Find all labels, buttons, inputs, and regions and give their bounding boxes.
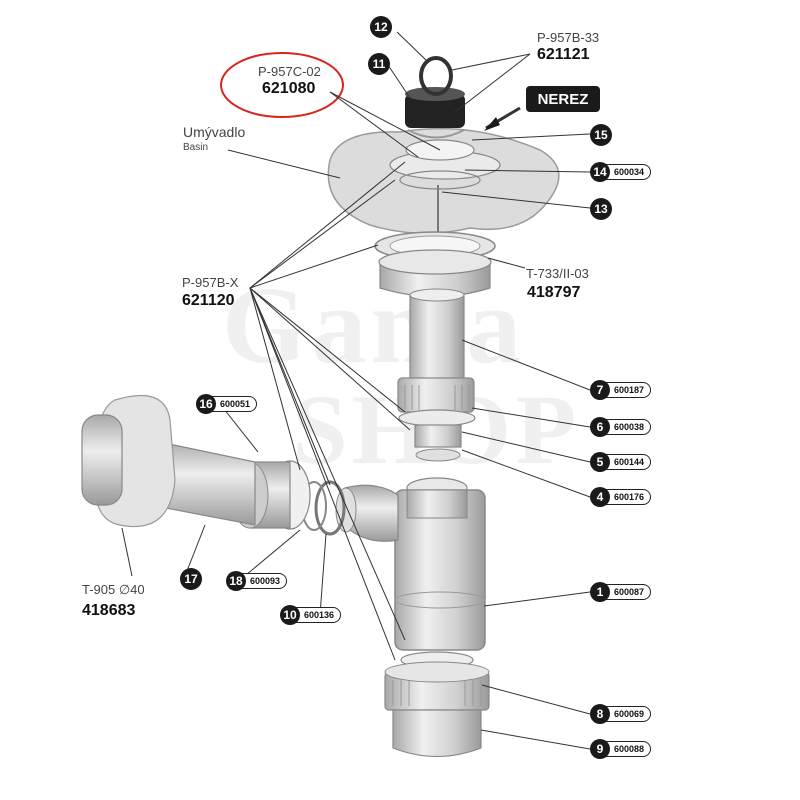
callout-18-code: 600093 — [242, 573, 288, 589]
label-p957bx-number: 621120 — [182, 292, 235, 309]
stopper-plug — [405, 94, 465, 128]
label-t905-code: T-905 ∅40 — [82, 582, 145, 597]
callout-6-code: 600038 — [606, 419, 652, 435]
callout-5: 5 600144 — [590, 452, 652, 472]
bottom-cup — [392, 709, 482, 758]
label-t733-number: 418797 — [527, 284, 581, 301]
nerez-arrow-head — [484, 117, 500, 131]
callout-10-code: 600136 — [296, 607, 342, 623]
callout-9: 9 600088 — [590, 739, 652, 759]
basin-plate — [327, 127, 560, 235]
callout-17: 17 — [180, 568, 202, 590]
callout-18: 18 600093 — [226, 571, 288, 591]
label-basin-en: Basin — [183, 142, 209, 153]
callout-4: 4 600176 — [590, 487, 652, 507]
callout-4-number: 4 — [590, 487, 610, 507]
callout-10-number: 10 — [280, 605, 300, 625]
callout-1-code: 600087 — [606, 584, 652, 600]
label-t905-number: 418683 — [82, 602, 136, 619]
callout-14-code: 600034 — [606, 164, 652, 180]
highlight-ellipse — [220, 52, 344, 118]
label-basin-cz: Umývadlo — [183, 124, 246, 140]
callout-6-number: 6 — [590, 417, 610, 437]
callout-5-code: 600144 — [606, 454, 652, 470]
callout-18-number: 18 — [226, 571, 246, 591]
label-p957b33-number: 621121 — [537, 46, 590, 63]
callout-16-code: 600051 — [212, 396, 258, 412]
callout-4-code: 600176 — [606, 489, 652, 505]
tailpiece-tube — [409, 294, 465, 381]
callout-14: 14 600034 — [590, 162, 652, 182]
callout-13: 13 — [590, 198, 612, 220]
callout-12: 12 — [370, 16, 392, 38]
label-p957c02-code: P-957C-02 — [258, 64, 321, 79]
label-t733-code: T-733/II-03 — [526, 266, 589, 281]
callout-7: 7 600187 — [590, 380, 652, 400]
nerez-badge: NEREZ — [526, 86, 600, 112]
callout-7-number: 7 — [590, 380, 610, 400]
callout-9-number: 9 — [590, 739, 610, 759]
callout-16-number: 16 — [196, 394, 216, 414]
leader-lines — [121, 31, 591, 750]
label-p957b33-code: P-957B-33 — [537, 30, 600, 45]
callout-15: 15 — [590, 124, 612, 146]
callout-1: 1 600087 — [590, 582, 652, 602]
callout-8-code: 600069 — [606, 706, 652, 722]
nut-7 — [397, 377, 475, 413]
callout-9-code: 600088 — [606, 741, 652, 757]
callout-1-number: 1 — [590, 582, 610, 602]
label-p957bx-code: P-957B-X — [182, 275, 239, 290]
callout-6: 6 600038 — [590, 417, 652, 437]
callout-11: 11 — [368, 53, 390, 75]
callout-8: 8 600069 — [590, 704, 652, 724]
callout-8-number: 8 — [590, 704, 610, 724]
callout-10: 10 600136 — [280, 605, 342, 625]
callout-16: 16 600051 — [196, 394, 258, 414]
callout-14-number: 14 — [590, 162, 610, 182]
callout-7-code: 600187 — [606, 382, 652, 398]
label-p957c02-number: 621080 — [262, 80, 316, 97]
callout-5-number: 5 — [590, 452, 610, 472]
